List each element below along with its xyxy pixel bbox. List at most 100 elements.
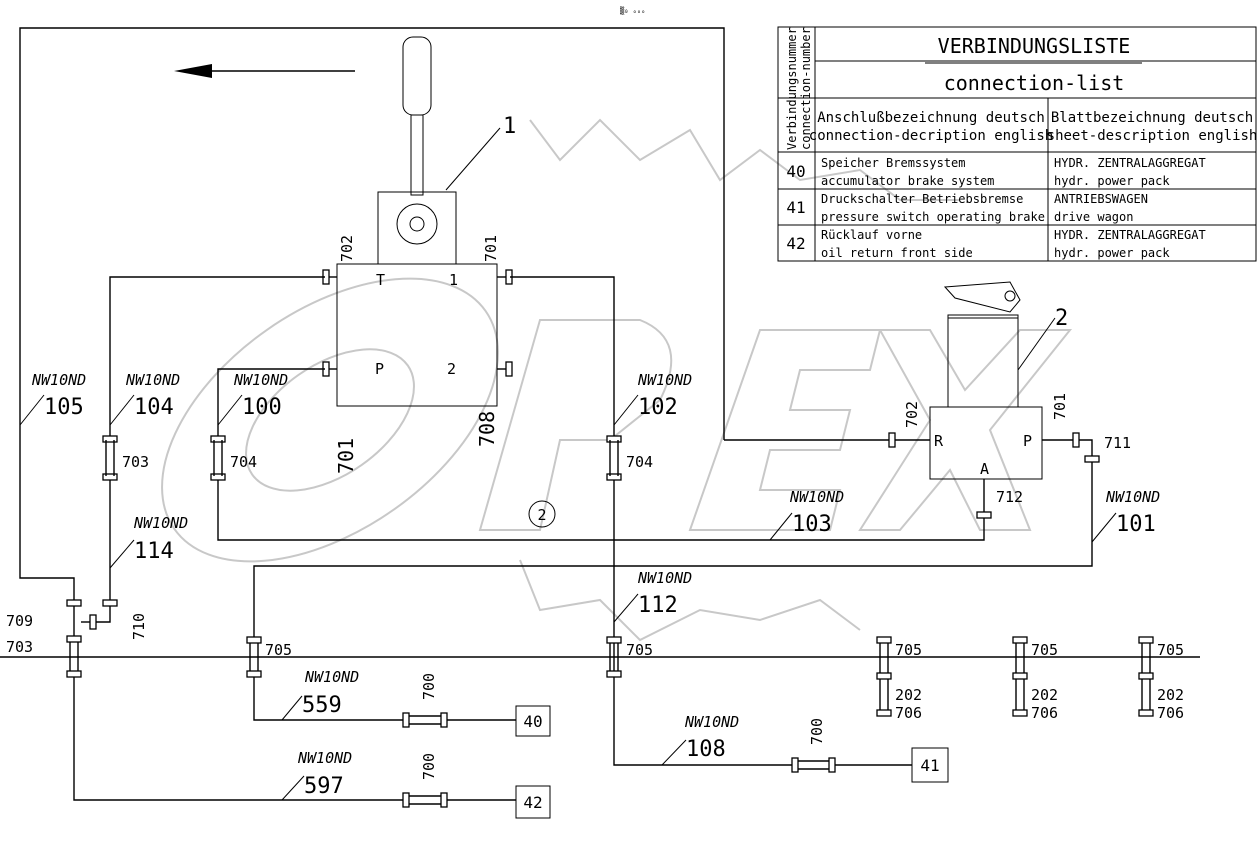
connector-41: 700 41	[791, 718, 949, 783]
table-row-a2: accumulator brake system	[821, 174, 994, 188]
line-label-559: NW10ND 559	[281, 668, 359, 721]
label-108: 108	[686, 737, 726, 762]
table-row-num: 41	[786, 198, 805, 217]
label-114: 114	[134, 539, 174, 564]
line-101	[253, 462, 1093, 640]
fitting-706: 706	[895, 704, 922, 722]
circle-marker	[528, 500, 556, 528]
pressure-switch: 2 R A P	[929, 281, 1068, 480]
port-1: 1	[449, 271, 458, 289]
line-label-597: NW10ND 597	[281, 749, 352, 801]
valve-lever	[410, 114, 424, 196]
port-p: P	[375, 360, 384, 378]
ref-41: 41	[920, 756, 939, 775]
mid-label-701: 701	[334, 438, 358, 474]
watermark	[161, 118, 1073, 642]
fitting-706: 706	[1157, 704, 1184, 722]
nw-104: NW10ND	[125, 371, 180, 389]
line-label-101: NW10ND 101	[1091, 488, 1160, 543]
hand-valve: 1 T 1 P 2	[336, 36, 516, 407]
nw-105: NW10ND	[31, 371, 86, 389]
valve-body	[336, 263, 498, 407]
line-label-100: NW10ND 100	[217, 371, 288, 426]
valve-number: 1	[503, 114, 516, 139]
fitting-711: 711	[1104, 434, 1131, 452]
line-104	[109, 276, 325, 440]
fitting-702: 702	[903, 401, 921, 428]
fitting-701: 701	[482, 235, 500, 262]
line-label-114: NW10ND 114	[109, 514, 188, 569]
fitting-702: 702	[338, 235, 356, 262]
col-a-header-1: Anschlußbezeichnung deutsch	[817, 110, 1045, 126]
spare-port: 705 202 706	[1012, 636, 1058, 722]
fitting-701: 701	[1051, 393, 1069, 420]
nw-112: NW10ND	[637, 569, 692, 587]
col-a-header-2: connection-decription english	[809, 128, 1053, 144]
table-row-b1: HYDR. ZENTRALAGGREGAT	[1054, 156, 1206, 170]
nw-559: NW10ND	[304, 668, 359, 686]
col-b-header-2: sheet-description english	[1047, 128, 1258, 144]
nw-108: NW10ND	[684, 713, 739, 731]
fitting-709: 709	[6, 612, 33, 630]
table-row-a2: oil return front side	[821, 246, 973, 260]
nw-103: NW10ND	[789, 488, 844, 506]
line-label-105: NW10ND 105	[19, 371, 86, 426]
side-label-2: connection-number	[799, 27, 813, 150]
mid-label-708: 708	[475, 411, 499, 447]
line-label-112: NW10ND 112	[613, 569, 692, 623]
line-label-103: NW10ND 103	[769, 488, 844, 541]
fitting-202: 202	[1157, 686, 1184, 704]
table-row-b2: hydr. power pack	[1054, 174, 1170, 188]
spare-port: 705 202 706	[1138, 636, 1184, 722]
table-row-num: 42	[786, 234, 805, 253]
fitting-705: 705	[1031, 641, 1058, 659]
port-2: 2	[447, 360, 456, 378]
spare-port: 705 202 706	[876, 636, 922, 722]
connector-42: 700 42	[402, 753, 551, 819]
fitting-705: 705	[895, 641, 922, 659]
table-row-a1: Rücklauf vorne	[821, 228, 922, 242]
nw-101: NW10ND	[1105, 488, 1160, 506]
table-row-a2: pressure switch operating brake	[821, 210, 1045, 224]
valve-actuator	[377, 191, 457, 265]
fitting-710: 710	[130, 613, 148, 640]
fitting-700: 700	[420, 753, 438, 780]
nw-100: NW10ND	[233, 371, 288, 389]
fitting-703: 703	[122, 453, 149, 471]
port-t: T	[376, 271, 385, 289]
table-row-a1: Druckschalter Betriebsbremse	[821, 192, 1023, 206]
line-108	[613, 476, 792, 766]
table-row-b2: drive wagon	[1054, 210, 1133, 224]
valve-handle	[402, 36, 432, 116]
circle-label: 2	[537, 506, 546, 524]
line-102	[510, 276, 615, 440]
fitting-704: 704	[230, 453, 257, 471]
table-row-b1: ANTRIEBSWAGEN	[1054, 192, 1148, 206]
table-row-a1: Speicher Bremssystem	[821, 156, 966, 170]
label-100: 100	[242, 395, 282, 420]
switch-number: 2	[1055, 306, 1068, 331]
fitting-705: 705	[626, 641, 653, 659]
top-mark: ▒₀ ₒₒₒ	[620, 6, 645, 15]
fitting-700: 700	[420, 673, 438, 700]
ref-40: 40	[523, 712, 542, 731]
table-row-b2: hydr. power pack	[1054, 246, 1170, 260]
table-title-en: connection-list	[944, 71, 1125, 95]
label-105: 105	[44, 395, 84, 420]
line-label-102: NW10ND 102	[613, 371, 692, 426]
label-112: 112	[638, 593, 678, 618]
label-102: 102	[638, 395, 678, 420]
fitting-705: 705	[265, 641, 292, 659]
port-a: A	[980, 460, 989, 478]
port-r: R	[934, 432, 944, 450]
table-row-b1: HYDR. ZENTRALAGGREGAT	[1054, 228, 1206, 242]
connection-table: VERBINDUNGSLISTE connection-list Verbind…	[777, 26, 1258, 262]
port-p2: P	[1023, 432, 1032, 450]
table-row-num: 40	[786, 162, 805, 181]
fitting-700: 700	[808, 718, 826, 745]
fitting-706: 706	[1031, 704, 1058, 722]
fitting-705: 705	[1157, 641, 1184, 659]
nw-102: NW10ND	[637, 371, 692, 389]
nw-597: NW10ND	[297, 749, 352, 767]
